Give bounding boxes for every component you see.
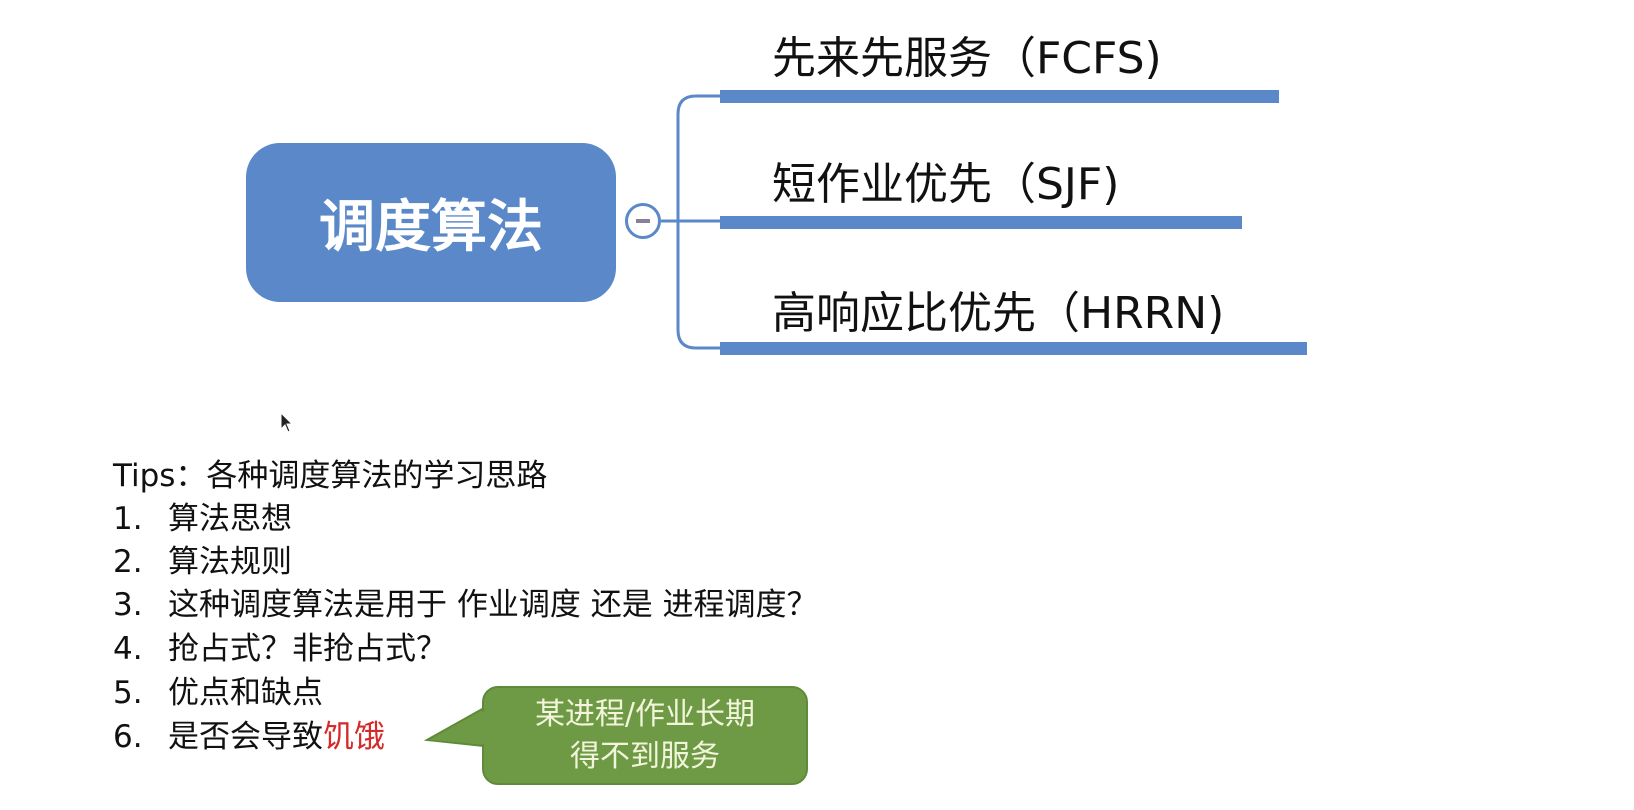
item-text: 是否会导致 [168,719,323,755]
root-label: 调度算法 [319,195,543,260]
tips-item: 3. 这种调度算法是用于 作业调度 还是 进程调度？ [113,585,818,625]
mouse-cursor-icon [280,412,294,433]
branch-sjf[interactable]: 短作业优先（SJF) [772,159,1120,210]
tips-title: Tips：各种调度算法的学习思路 [113,458,548,494]
item-text: 抢占式？非抢占式？ [168,631,447,667]
callout-line: 某进程/作业长期 [534,697,756,732]
item-number: 6. [113,719,143,755]
starvation-callout: 某进程/作业长期 得不到服务 [482,686,808,785]
callout-line: 得不到服务 [570,739,720,774]
mindmap-root-node[interactable]: 调度算法 [246,143,616,302]
branch-hrrn[interactable]: 高响应比优先（HRRN) [772,288,1225,339]
branch-underline [720,90,1279,103]
tips-item: 4. 抢占式？非抢占式？ [113,629,447,669]
branch-underline [720,216,1242,229]
item-number: 1. [113,501,143,537]
tips-item: 2. 算法规则 [113,542,292,582]
branch-underline [720,342,1307,355]
callout-pointer-join [430,710,486,744]
branch-fcfs[interactable]: 先来先服务（FCFS) [772,33,1162,84]
collapse-toggle-button[interactable] [625,203,661,239]
tips-item: 6. 是否会导致饥饿 [113,717,385,757]
item-text: 这种调度算法是用于 作业调度 还是 进程调度？ [168,587,818,623]
item-number: 4. [113,631,143,667]
minus-icon [636,219,650,223]
item-text: 算法思想 [168,501,292,537]
item-text: 优点和缺点 [168,675,323,711]
item-number: 5. [113,675,143,711]
item-number: 2. [113,544,143,580]
highlight-starvation: 饥饿 [323,719,385,755]
item-number: 3. [113,587,143,623]
item-text: 算法规则 [168,544,292,580]
tips-item: 1. 算法思想 [113,499,292,539]
tips-item: 5. 优点和缺点 [113,673,323,713]
